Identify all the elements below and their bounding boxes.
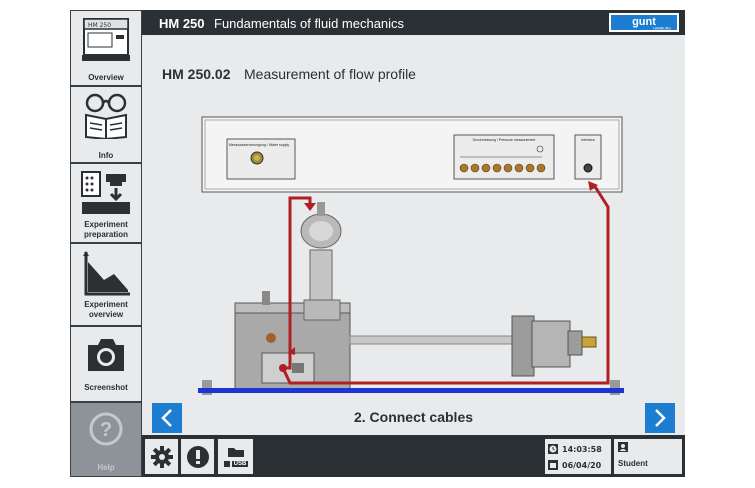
app-title-code: HM 250 xyxy=(159,16,205,31)
user-icon xyxy=(618,442,628,452)
sidebar-item-info[interactable]: Info xyxy=(71,87,141,163)
step-title: 2. Connect cables xyxy=(353,409,474,425)
next-step-button[interactable] xyxy=(645,403,675,433)
app-title: Fundamentals of fluid mechanics xyxy=(214,16,405,31)
experiment-title: Measurement of flow profile xyxy=(244,66,416,82)
alert-button[interactable] xyxy=(181,439,214,474)
previous-step-button[interactable] xyxy=(152,403,182,433)
clock-icon xyxy=(548,444,558,454)
svg-text:HM 250: HM 250 xyxy=(88,22,111,29)
folder-icon xyxy=(227,447,244,457)
device-overview-icon: HM 250 xyxy=(82,18,130,61)
main-content: HM 250.02 Measurement of flow profile Me… xyxy=(142,35,685,435)
chevron-left-icon xyxy=(161,409,172,427)
sidebar: HM 250 Overview Info xyxy=(70,10,142,477)
user-name: Student xyxy=(618,459,648,468)
usb-export-button[interactable]: USB xyxy=(218,439,253,474)
glasses-book-icon xyxy=(85,93,127,139)
calendar-icon xyxy=(548,460,558,470)
date-value: 06/04/20 xyxy=(562,460,602,470)
gunt-logo: gunt HAMBURG xyxy=(609,13,679,32)
help-icon: ? xyxy=(89,412,123,446)
sidebar-item-label: Experiment overview xyxy=(84,300,128,319)
sidebar-item-label: Experiment preparation xyxy=(83,220,128,239)
usb-label: USB xyxy=(231,460,249,467)
sidebar-item-label: Info xyxy=(98,151,114,160)
time-value: 14:03:58 xyxy=(562,444,602,454)
apparatus-illustration: Messwasserversorgung / Water supply Druc… xyxy=(198,116,624,395)
svg-text:Interface: Interface xyxy=(581,138,595,142)
camera-icon xyxy=(88,339,124,371)
datetime-display: 14:03:58 06/04/20 xyxy=(545,439,611,474)
app-window: HM 250 Overview Info xyxy=(70,10,685,477)
sidebar-item-help[interactable]: ? Help xyxy=(71,403,141,477)
user-display[interactable]: Student xyxy=(614,439,682,474)
svg-text:Messwasserversorgung / Water s: Messwasserversorgung / Water supply xyxy=(229,143,289,147)
sidebar-item-label: Help xyxy=(97,463,115,472)
sidebar-item-overview[interactable]: HM 250 Overview xyxy=(71,11,141,86)
header-bar: HM 250 Fundamentals of fluid mechanics g… xyxy=(142,10,685,35)
chart-area-icon xyxy=(83,251,130,296)
svg-text:?: ? xyxy=(100,419,112,441)
experiment-code: HM 250.02 xyxy=(162,66,231,82)
usb-icon xyxy=(223,460,230,467)
settings-button[interactable] xyxy=(145,439,178,474)
sidebar-item-experiment-preparation[interactable]: Experiment preparation xyxy=(71,164,141,243)
sidebar-item-label: Overview xyxy=(88,73,124,82)
sidebar-item-screenshot[interactable]: Screenshot xyxy=(71,327,141,402)
svg-text:gunt: gunt xyxy=(632,16,656,28)
experiment-setup-icon xyxy=(81,171,130,214)
sidebar-item-label: Screenshot xyxy=(84,383,128,392)
gear-icon xyxy=(150,445,173,468)
sidebar-item-experiment-overview[interactable]: Experiment overview xyxy=(71,244,141,326)
svg-text:HAMBURG: HAMBURG xyxy=(653,27,671,31)
chevron-right-icon xyxy=(655,409,666,427)
alert-icon xyxy=(186,445,209,468)
footer-bar: USB 14:03:58 06/04/20 xyxy=(142,435,685,477)
svg-text:Druckmessung / Pressure measur: Druckmessung / Pressure measurement xyxy=(473,138,536,142)
